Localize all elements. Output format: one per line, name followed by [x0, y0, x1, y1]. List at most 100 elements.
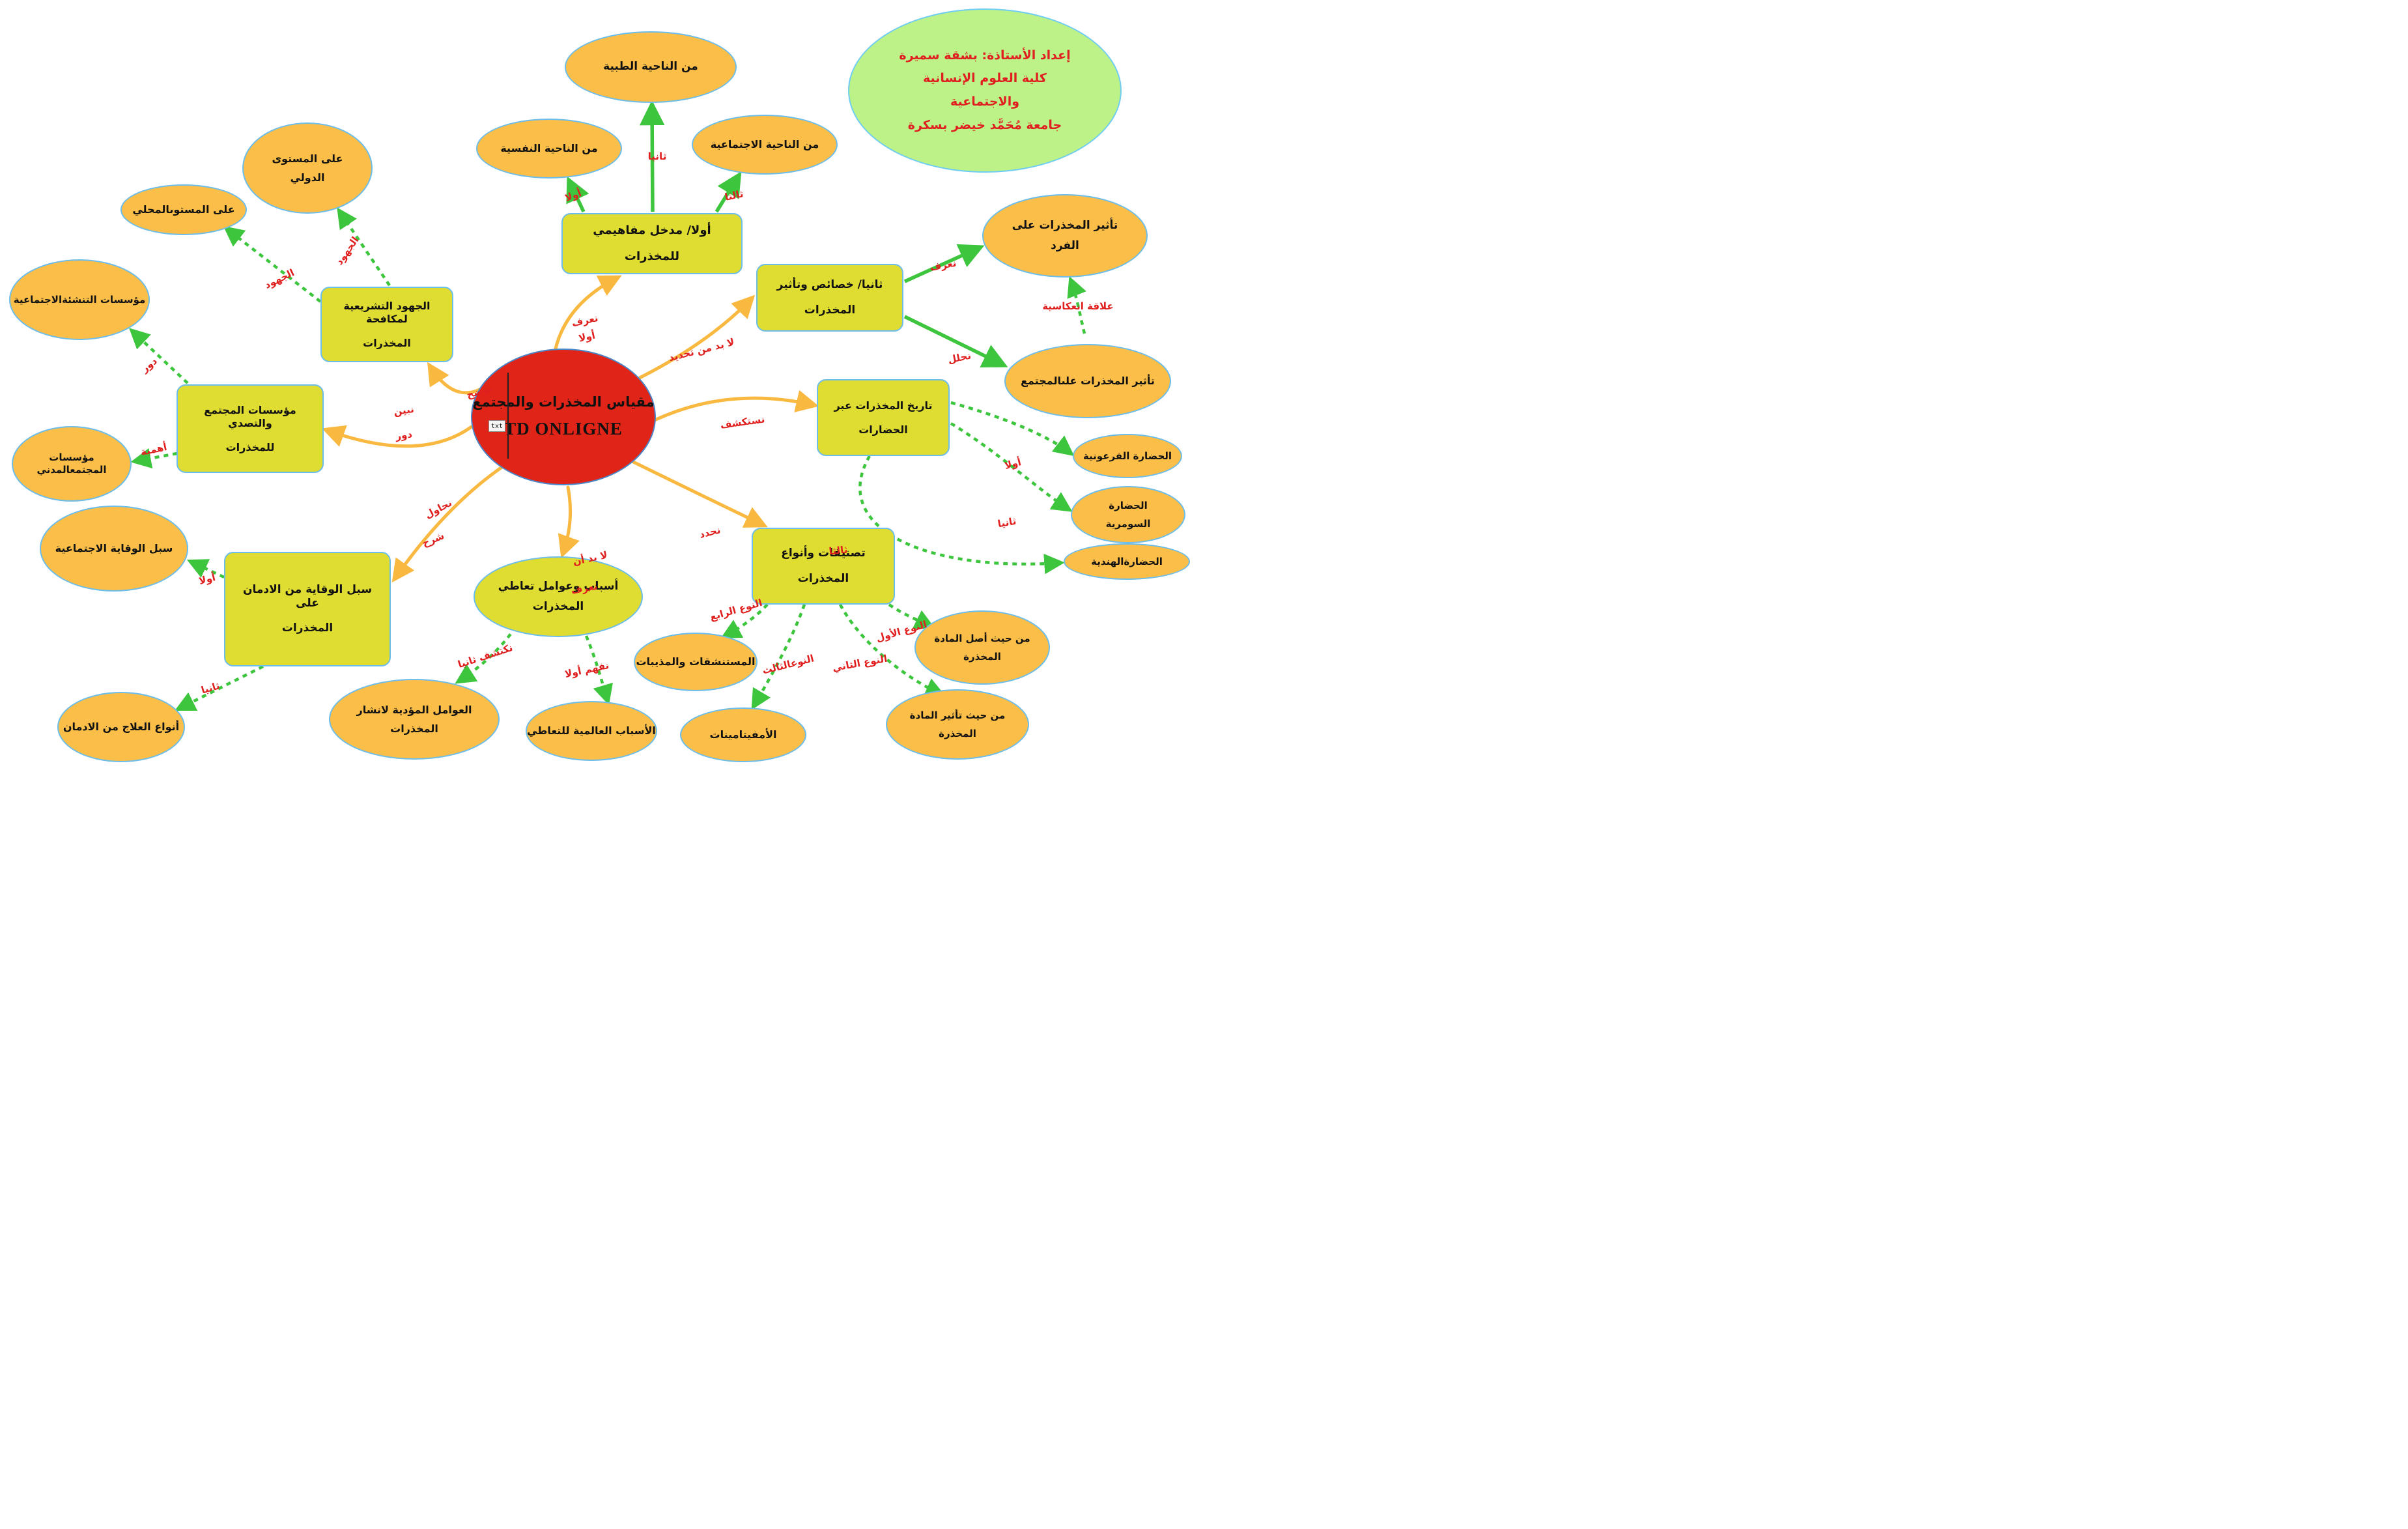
- node-label: المخذرة: [963, 650, 1001, 663]
- node-label: الحضارة: [1109, 499, 1148, 511]
- node-label: السومرية: [1105, 517, 1151, 530]
- node-label: كلية العلوم الإنسانية: [923, 71, 1047, 86]
- node-label: الحضارة الفرعونية: [1083, 450, 1172, 462]
- node-label: أولا/ مدخل مفاهيمي: [593, 223, 711, 237]
- node-label: المخذرات: [532, 599, 584, 613]
- node-label: سبل الوقاية الاجتماعية: [55, 542, 173, 554]
- node-socialization-institutions[interactable]: مؤسسات التنشئةالاجتماعية: [9, 259, 150, 340]
- node-label: من الناحية الطبية: [603, 60, 698, 74]
- node-label: تاريخ المخذرات عبر: [834, 399, 933, 412]
- node-causes[interactable]: أسباب وعوامل تعاطي المخذرات: [474, 556, 643, 637]
- node-label: على المستوىالمحلي: [132, 203, 235, 216]
- credits-ellipse[interactable]: إعداد الأستاذة: بشقة سميرة كلية العلوم ال…: [848, 8, 1122, 173]
- node-characteristics[interactable]: ثانيا/ خصائص وتأثير المخذرات: [756, 264, 903, 332]
- node-inhalants[interactable]: المستنشقات والمذيبات: [634, 633, 758, 691]
- dotted-green-arrow: [858, 455, 1065, 575]
- center-text-divider: [507, 373, 509, 459]
- node-international-level[interactable]: على المستوى الدولي: [242, 122, 373, 214]
- solid-green-arrow: [639, 100, 665, 212]
- node-label: مؤسسات المجتمع والتصدي: [204, 403, 296, 429]
- edge-label: علاقة انعكاسية: [1042, 300, 1114, 312]
- node-label: تأثير المخذرات علىالمجتمع: [1021, 375, 1155, 387]
- node-history[interactable]: تاريخ المخذرات عبر الحضارات: [817, 379, 950, 456]
- dotted-green-arrow: [751, 604, 806, 710]
- dotted-green-arrow: [174, 664, 264, 711]
- branch-arrow: [653, 390, 819, 422]
- node-label: الدولي: [290, 171, 325, 184]
- node-addiction-treatment[interactable]: أنواع العلاج من الادمان: [57, 692, 185, 762]
- node-label: مؤسسات المجتمعالمدني: [36, 451, 107, 476]
- node-institutions[interactable]: مؤسسات المجتمع والتصدي للمخذرات: [177, 384, 324, 473]
- node-label: من حيث أصل المادة: [934, 632, 1030, 644]
- node-impact-society[interactable]: تأثير المخذرات علىالمجتمع: [1004, 344, 1171, 418]
- node-indian-civ[interactable]: الحضارةالهندية: [1064, 543, 1190, 580]
- node-label: الجهود التشريعية لمكافحة: [343, 299, 431, 325]
- solid-green-arrow: [715, 171, 742, 213]
- node-label: جامعة مُحَمَّد خيضر بسكرة: [907, 117, 1062, 132]
- node-label: مؤسسات التنشئةالاجتماعية: [13, 293, 146, 306]
- node-medical-aspect[interactable]: من الناحية الطبية: [565, 31, 737, 103]
- node-label: أنواع العلاج من الادمان: [63, 721, 180, 733]
- branch-arrow: [391, 462, 509, 583]
- node-label: المستنشقات والمذيبات: [636, 655, 756, 668]
- dotted-green-arrow: [337, 207, 391, 287]
- node-legislative[interactable]: الجهود التشريعية لمكافحة المخذرات: [320, 287, 453, 362]
- node-civil-society[interactable]: مؤسسات المجتمعالمدني: [12, 426, 132, 502]
- dotted-green-arrow: [839, 603, 946, 698]
- node-spread-factors[interactable]: العوامل المؤدية لانشار المخذرات: [329, 679, 500, 760]
- dotted-green-arrow: [720, 603, 769, 639]
- branch-arrow: [558, 485, 580, 559]
- mindmap-canvas[interactable]: إعداد الأستاذة: بشقة سميرة كلية العلوم ال…: [0, 0, 1204, 765]
- node-label: من الناحية النفسية: [500, 142, 598, 154]
- node-label: والاجتماعية: [950, 94, 1020, 109]
- dotted-green-arrow: [950, 401, 1075, 457]
- branch-arrow: [638, 294, 756, 380]
- node-label: أسباب وعوامل تعاطي: [498, 580, 619, 593]
- node-label: على المستوى: [272, 152, 343, 165]
- node-label: إعداد الأستاذة: بشقة سميرة: [899, 48, 1071, 63]
- node-pharaonic-civ[interactable]: الحضارة الفرعونية: [1073, 434, 1182, 478]
- branch-arrow: [622, 455, 768, 528]
- node-label: المخذرات: [804, 303, 856, 317]
- node-social-prevention[interactable]: سبل الوقاية الاجتماعية: [40, 506, 188, 592]
- node-types[interactable]: تصنيفات وأنواع المخذرات: [752, 528, 895, 605]
- node-label: الأمفيتامينات: [709, 728, 777, 741]
- node-label: للمخذرات: [225, 440, 275, 453]
- edge-label: ثالثا: [828, 543, 849, 558]
- dotted-green-arrow: [223, 225, 322, 303]
- branch-arrow: [321, 425, 474, 448]
- solid-green-arrow: [903, 315, 1008, 367]
- node-label: من الناحية الاجتماعية: [710, 138, 819, 150]
- node-psychological-aspect[interactable]: من الناحية النفسية: [476, 119, 622, 179]
- node-concept-intro[interactable]: أولا/ مدخل مفاهيمي للمخذرات: [561, 213, 743, 274]
- node-social-aspect[interactable]: من الناحية الاجتماعية: [692, 115, 838, 175]
- edges-layer: [129, 100, 1086, 711]
- node-sumerian-civ[interactable]: الحضارة السومرية: [1071, 486, 1185, 543]
- node-label: العوامل المؤدية لانشار: [356, 703, 472, 716]
- node-label: للمخذرات: [624, 249, 680, 263]
- solid-green-arrow: [903, 244, 985, 283]
- node-global-causes[interactable]: الأسباب العالمية للتعاطي: [526, 701, 657, 761]
- dotted-green-arrow: [950, 422, 1073, 512]
- node-label: الحضارات: [858, 423, 908, 436]
- dotted-green-arrow: [129, 328, 189, 384]
- node-label: المخذرات: [390, 722, 438, 735]
- node-local-level[interactable]: على المستوىالمحلي: [120, 184, 247, 235]
- dotted-green-arrow: [130, 448, 178, 468]
- dotted-green-arrow: [1067, 276, 1086, 334]
- txt-badge[interactable]: txt: [489, 420, 505, 432]
- node-label: الحضارةالهندية: [1091, 555, 1163, 567]
- node-label: المخذرة: [939, 727, 976, 739]
- node-label: ثانيا/ خصائص وتأثير: [776, 278, 883, 292]
- node-label: المخذرات: [363, 336, 411, 349]
- node-label: المخذرات: [797, 571, 849, 585]
- node-amphetamines[interactable]: الأمفيتامينات: [680, 707, 806, 762]
- node-label: تصنيفات وأنواع: [781, 547, 866, 560]
- node-label: الأسباب العالمية للتعاطي: [527, 724, 656, 737]
- node-type-origin[interactable]: من حيث أصل المادة المخذرة: [914, 610, 1050, 685]
- node-label: TD ONLIGNE: [504, 419, 623, 439]
